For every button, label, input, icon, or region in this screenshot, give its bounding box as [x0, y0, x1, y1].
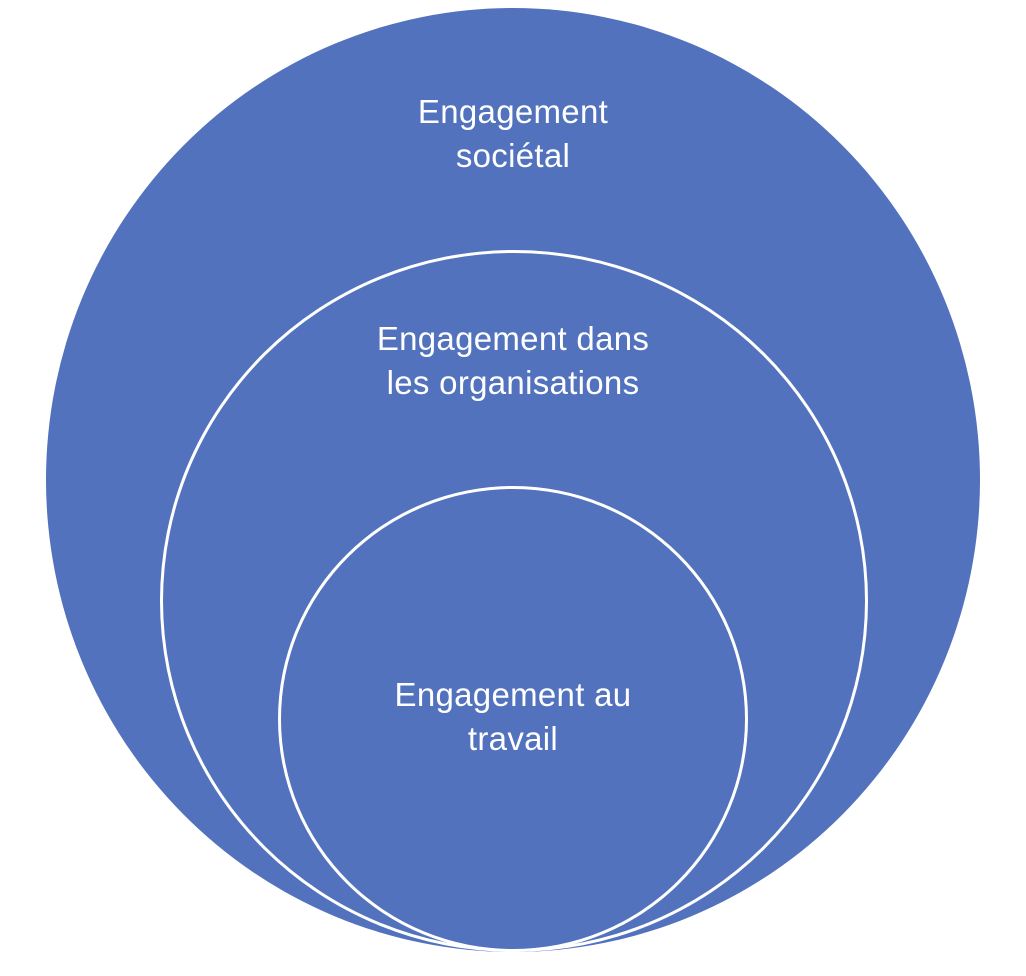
- label-line: travail: [467, 720, 559, 757]
- label-organizational-engagement: Engagement dans les organisations: [0, 317, 1026, 405]
- label-work-engagement: Engagement au travail: [0, 673, 1026, 761]
- circle-work-engagement: [278, 486, 748, 952]
- label-line: sociétal: [455, 137, 571, 174]
- label-line: Engagement dans: [376, 320, 650, 357]
- label-line: Engagement: [417, 93, 609, 130]
- label-societal-engagement: Engagement sociétal: [0, 90, 1026, 178]
- label-line: les organisations: [386, 364, 640, 401]
- label-line: Engagement au: [394, 676, 632, 713]
